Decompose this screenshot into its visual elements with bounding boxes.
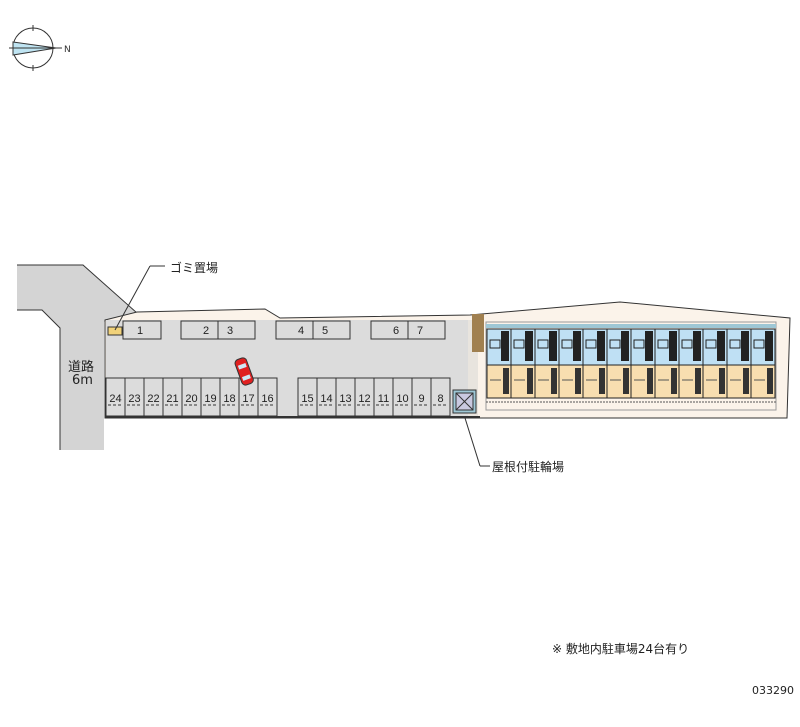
apartment-unit <box>678 328 704 399</box>
apartment-unit <box>510 328 536 399</box>
parking-space-label: 23 <box>128 393 140 405</box>
apartment-unit <box>654 328 680 399</box>
car-icon <box>234 357 254 386</box>
hedge <box>472 314 484 352</box>
parking-space-label: 11 <box>378 393 389 405</box>
garbage-station <box>107 326 123 336</box>
parking-space-label: 18 <box>223 393 235 405</box>
apartment-unit <box>534 328 560 399</box>
parking-space-label: 5 <box>322 325 328 337</box>
parking-space-label: 21 <box>166 393 178 405</box>
parking-space <box>257 377 278 417</box>
apartment-unit <box>702 328 728 399</box>
road-width-label: 6m <box>72 373 93 388</box>
parking-space-label: 20 <box>185 393 197 405</box>
parking-space-label: 12 <box>358 393 370 405</box>
road-label: 道路 <box>68 360 95 375</box>
bicycle-parking <box>452 389 477 414</box>
parking-space <box>430 377 451 417</box>
parking-space-label: 15 <box>301 393 313 405</box>
apartment-unit <box>726 328 752 399</box>
parking-space-label: 8 <box>437 393 443 405</box>
road <box>17 265 137 450</box>
apartment-building <box>485 321 777 411</box>
parking-space-label: 14 <box>320 393 332 405</box>
apartment-unit <box>486 328 512 399</box>
parking-note: ※ 敷地内駐車場24台有り <box>552 642 690 656</box>
parking-space-label: 22 <box>147 393 159 405</box>
property-code: 033290 <box>752 684 794 697</box>
compass-icon: N <box>9 25 71 71</box>
compass-north-label: N <box>64 45 71 55</box>
parking-space-label: 9 <box>418 393 424 405</box>
apartment-unit <box>606 328 632 399</box>
parking-space-label: 19 <box>204 393 216 405</box>
bicycle-parking-label: 屋根付駐輪場 <box>492 460 565 474</box>
parking-space-label: 16 <box>261 393 273 405</box>
parking-space-label: 7 <box>417 325 423 337</box>
parking-space-label: 13 <box>339 393 351 405</box>
apartment-unit <box>630 328 656 399</box>
parking-space-label: 4 <box>298 325 304 337</box>
parking-space-label: 1 <box>137 325 143 337</box>
parking-space-label: 3 <box>227 325 233 337</box>
parking-space-label: 2 <box>203 325 209 337</box>
apartment-unit <box>582 328 608 399</box>
parking-space-label: 24 <box>109 393 121 405</box>
parking-space-label: 17 <box>242 393 254 405</box>
parking-space-label: 10 <box>396 393 408 405</box>
garbage-station-label: ゴミ置場 <box>170 261 219 275</box>
parking-block <box>122 320 162 340</box>
parking-space-label: 6 <box>393 325 399 337</box>
apartment-unit <box>558 328 584 399</box>
apartment-unit <box>750 328 776 399</box>
